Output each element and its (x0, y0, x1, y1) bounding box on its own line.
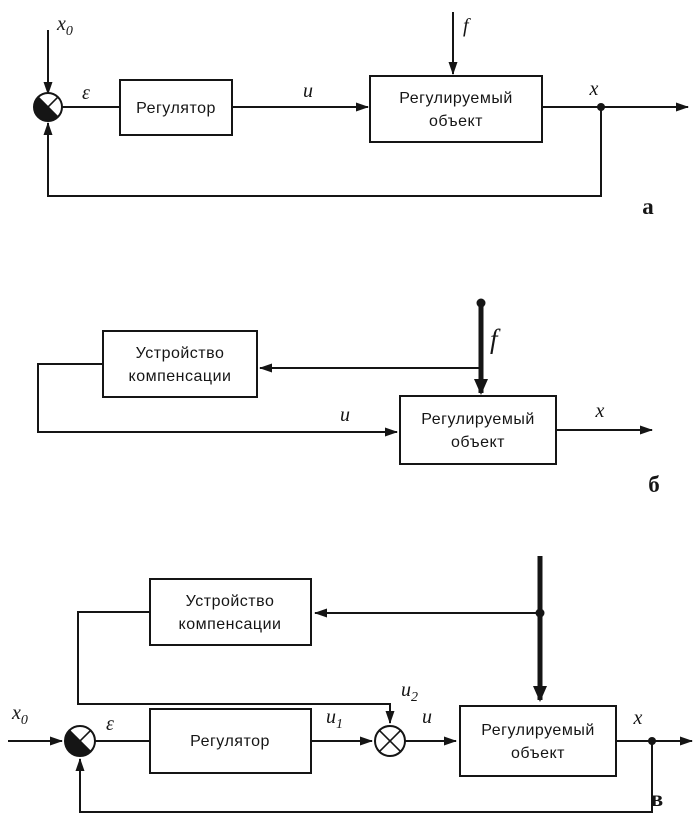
junction-cross-line (37, 96, 59, 118)
var-base: x (56, 13, 66, 35)
junction-cross-line (68, 729, 92, 753)
label-x0: x0 (56, 13, 73, 39)
label-u: u (303, 80, 313, 102)
compensation-label-line1: Устройство (136, 345, 225, 362)
object-block (459, 705, 617, 777)
compensation-label-line2: компенсации (129, 368, 232, 385)
section-label-v: в (651, 786, 663, 811)
compensation-output-line (37, 363, 398, 437)
compensation-output-u2-line (77, 611, 395, 724)
var-sub: 0 (21, 713, 28, 728)
label-epsilon: ε (82, 82, 90, 104)
regulator-label: Регулятор (136, 100, 216, 117)
label-f: f (463, 15, 471, 37)
object-label-line1: Регулируемый (421, 411, 535, 428)
junction-cross-line (378, 729, 402, 753)
diagram-a: x0 ε Регулятор u f Регулируемый объект x (33, 12, 689, 219)
object-block (399, 395, 557, 465)
label-x0: x0 (11, 702, 28, 728)
var-base: x (11, 702, 21, 724)
var-base: u (401, 679, 411, 701)
diagram-b: f Устройство компенсации u Регулируемый … (37, 298, 660, 497)
diagram-v: Устройство компенсации u2 x0 ε Регулятор (8, 556, 693, 813)
object-label-line2: объект (511, 745, 565, 762)
junction-sector-left (65, 730, 80, 752)
var-sub: 0 (66, 24, 73, 39)
feedback-line (43, 107, 602, 197)
object-label-line2: объект (429, 113, 483, 130)
regulator-label: Регулятор (190, 733, 270, 750)
label-u: u (340, 404, 350, 426)
label-x: x (595, 400, 605, 422)
object-label-line2: объект (451, 434, 505, 451)
object-label-line1: Регулируемый (481, 722, 595, 739)
junction-sector-left (33, 97, 48, 117)
compensation-label-line2: компенсации (179, 616, 282, 633)
summing-junction-icon (33, 92, 63, 122)
feedback-line (75, 741, 653, 813)
label-u1: u1 (326, 706, 343, 732)
adder-junction-icon (374, 725, 406, 757)
label-f: f (490, 324, 501, 354)
var-sub: 1 (336, 717, 343, 732)
object-block (369, 75, 543, 143)
junction-sector-bottom (38, 107, 58, 122)
label-x: x (633, 707, 643, 729)
label-u2: u2 (401, 679, 418, 705)
section-label-b: б (648, 472, 660, 497)
var-base: u (326, 706, 336, 728)
object-label-line1: Регулируемый (399, 90, 513, 107)
label-epsilon: ε (106, 713, 114, 735)
var-sub: 2 (411, 690, 418, 705)
summing-junction-icon (64, 725, 96, 757)
compensation-block (102, 330, 258, 398)
section-label-a: а (642, 194, 654, 219)
regulator-block (149, 708, 312, 774)
junction-sector-bottom (69, 741, 91, 756)
label-u: u (422, 706, 432, 728)
compensation-block (149, 578, 312, 646)
label-x: x (589, 78, 599, 100)
compensation-label-line1: Устройство (186, 593, 275, 610)
